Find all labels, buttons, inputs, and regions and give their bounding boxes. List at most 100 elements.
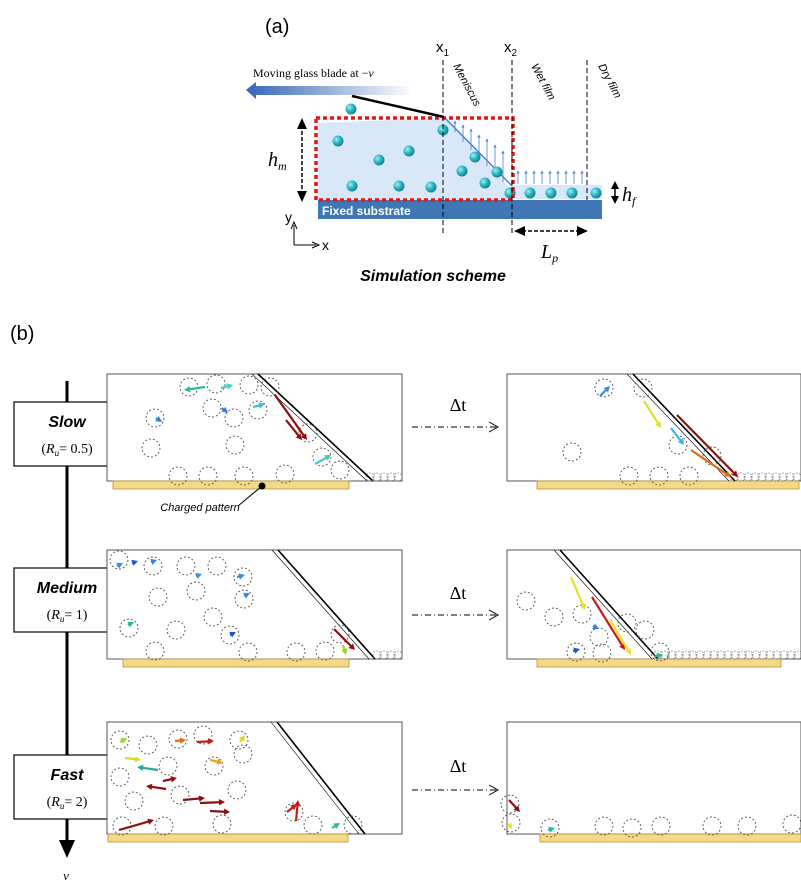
velocity-arrowhead [147, 818, 154, 825]
particle-outline [312, 447, 332, 467]
particle-outline [229, 730, 249, 750]
particle-outline [224, 408, 244, 428]
glass-blade [351, 94, 445, 119]
velocity-arrow [333, 628, 354, 649]
particle-outline [649, 466, 669, 486]
particle-outline [110, 730, 130, 750]
velocity-arrowhead [195, 572, 202, 579]
panel-a-label: (a) [265, 16, 289, 38]
particle-outline [622, 818, 642, 838]
film-particle [709, 650, 719, 660]
velocity-arrow [139, 766, 159, 772]
velocity-arrow [285, 419, 301, 439]
velocity-arrowhead [146, 783, 153, 791]
velocity-arrowhead [229, 631, 236, 638]
velocity-arrowhead [120, 738, 127, 744]
velocity-arrow [670, 427, 684, 444]
film-particle [386, 650, 396, 660]
film-particle [779, 650, 789, 660]
particle-outline [679, 466, 699, 486]
particle-outline [668, 435, 688, 455]
particle-outline [572, 604, 592, 624]
particle-outline [330, 460, 350, 480]
velocity-arrowhead [677, 438, 684, 445]
particle-outline [566, 642, 586, 662]
particle-outline [109, 550, 129, 570]
panel-b: (b) v Slow (Ru= 0.5) Medium (Ru= 1) Fast… [10, 323, 801, 883]
speed-ratio: (Ru= 1) [47, 608, 88, 624]
velocity-arrowhead [150, 558, 157, 565]
velocity-arrow [294, 802, 299, 822]
charged-pattern-strip [122, 658, 350, 668]
velocity-arrow [569, 576, 585, 608]
particle-outline [315, 641, 335, 661]
velocity-arrowhead [243, 592, 250, 599]
substrate-label: Fixed substrate [322, 204, 411, 218]
particle-outline [145, 641, 165, 661]
particle-outline [168, 729, 188, 749]
particle-outline [145, 408, 165, 428]
wet-film-label: Wet film [528, 62, 557, 103]
velocity-arrowhead [724, 470, 731, 477]
charged-pattern-label: Charged pattern [160, 502, 240, 514]
film-particle [778, 472, 788, 482]
film-particle [723, 650, 733, 660]
meniscus-boundary [251, 373, 368, 482]
hf-label: hf [622, 184, 637, 208]
particle-outline [238, 642, 258, 662]
velocity-arrow [186, 385, 206, 391]
particle-outline [141, 438, 161, 458]
film-particle [372, 472, 382, 482]
charged-pattern-strip [107, 833, 349, 843]
velocity-arrowhead [506, 822, 512, 829]
velocity-arrowhead [116, 562, 123, 569]
film-particle [386, 472, 396, 482]
velocity-arrowhead [295, 433, 302, 440]
velocity-arrow [690, 449, 730, 477]
delta-t-arrow-1: Δt [412, 395, 500, 433]
particle-outline [193, 725, 213, 745]
particle-outline [207, 556, 227, 576]
particle-outline [594, 816, 614, 836]
particle-outline [619, 466, 639, 486]
speed-name: Medium [37, 580, 97, 597]
particle-outline [138, 735, 158, 755]
particle-outline [651, 816, 671, 836]
particle-outline [119, 618, 139, 638]
film-particle [771, 472, 781, 482]
film-particle [764, 472, 774, 482]
film-particle [793, 650, 801, 660]
film-particle [765, 650, 775, 660]
velocity-arrowhead [592, 623, 599, 630]
fixed-substrate [318, 200, 602, 219]
velocity-arrowhead [573, 647, 580, 654]
particle-outline [204, 756, 224, 776]
particle-outline [220, 625, 240, 645]
film-particle [372, 650, 382, 660]
particles [332, 103, 602, 199]
meniscus-boundary [553, 549, 653, 660]
velocity-arrowhead [134, 756, 141, 763]
particle-outline [516, 591, 536, 611]
velocity-arrowhead [216, 758, 223, 765]
lp-label: Lp [540, 241, 558, 265]
particle-outline [143, 556, 163, 576]
film-particle [365, 472, 375, 482]
speed-box-medium: Medium (Ru= 1) [13, 567, 121, 633]
velocity-arrowhead [221, 406, 228, 413]
frame-medium-t1 [506, 549, 801, 668]
velocity-arrowhead [731, 470, 738, 477]
velocity-arrowhead [226, 383, 233, 390]
particle-outline [198, 466, 218, 486]
particle-outline [286, 642, 306, 662]
particle-outline [284, 802, 304, 822]
velocity-arrowhead [238, 573, 245, 580]
charged-pattern-strip [536, 658, 782, 668]
speed-ratio: (Ru= 2) [47, 795, 88, 811]
film-particle [393, 650, 403, 660]
particle-outline [635, 620, 655, 640]
particle-outline [248, 400, 268, 420]
velocity-arrowhead [619, 643, 625, 650]
frame-fast-t1 [500, 721, 801, 843]
